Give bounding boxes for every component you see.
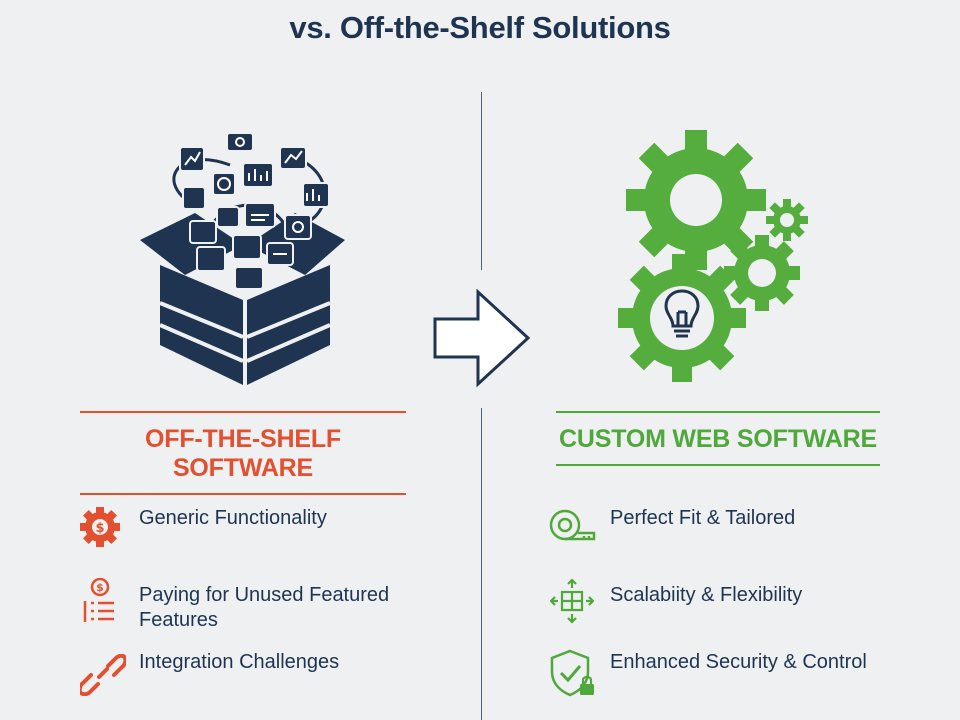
center-divider-top (481, 92, 482, 270)
shield-lock-icon (548, 648, 598, 698)
price-list-icon: $ (80, 578, 120, 626)
page-title: vs. Off-the-Shelf Solutions (289, 10, 671, 45)
list-item-generic-functionality: Generic Functionality (139, 507, 327, 529)
gears-lightbulb-illustration (612, 128, 822, 383)
list-item-scalability: Scalabiity & Flexibility (610, 584, 803, 606)
list-item-unused-features: Paying for Unused Featured Features (139, 583, 389, 633)
list-item-unused-features-line1: Paying for Unused Featured (139, 584, 390, 606)
svg-text:$: $ (95, 521, 104, 536)
broken-chain-icon (80, 654, 126, 696)
off-the-shelf-heading: OFF-THE-SHELF SOFTWARE (80, 411, 406, 495)
list-item-unused-features-line2: Features (139, 609, 218, 631)
list-item-integration-challenges: Integration Challenges (139, 651, 340, 673)
center-divider-bottom (481, 408, 482, 720)
svg-text:$: $ (96, 581, 104, 594)
custom-software-heading: CUSTOM WEB SOFTWARE (556, 411, 880, 466)
measuring-tape-icon (548, 506, 598, 544)
gear-dollar-icon: $ (78, 505, 122, 549)
list-item-security: Enhanced Security & Control (610, 651, 867, 673)
list-item-perfect-fit: Perfect Fit & Tailored (610, 507, 796, 529)
open-box-illustration (135, 125, 355, 387)
right-arrow-icon (432, 289, 532, 389)
scale-grid-icon (550, 578, 594, 624)
